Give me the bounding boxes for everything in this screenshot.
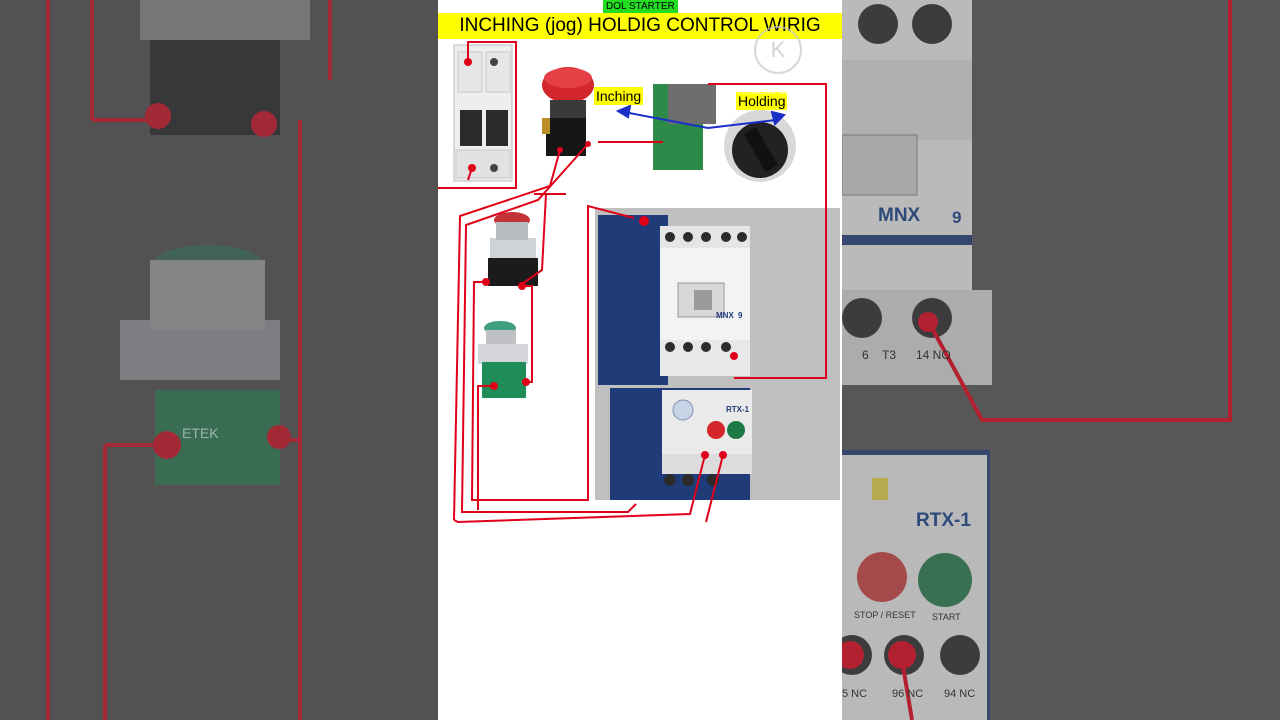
blur-stop-reset: STOP / RESET xyxy=(854,610,916,620)
blur-wires xyxy=(46,0,332,720)
wiring-diagram: DOL STARTER INCHING (jog) HOLDIG CONTROL… xyxy=(438,0,842,720)
emergency-stop-button xyxy=(542,67,594,156)
contactor-size: 9 xyxy=(738,311,743,320)
contactor-model: MNX xyxy=(716,311,734,320)
blur-terminals xyxy=(145,103,291,459)
mcb-breaker xyxy=(453,44,513,182)
blur-switch-brand: ETEK xyxy=(182,425,219,441)
blur-model: MNX xyxy=(878,205,921,226)
holding-label: Holding xyxy=(736,92,788,110)
blur-size: 9 xyxy=(952,208,962,227)
blur-terminal-6: 6 xyxy=(862,348,869,362)
relay-model: RTX-1 xyxy=(726,405,750,414)
blur-5nc: 5 NC xyxy=(842,688,868,700)
watermark-brand: KINEMASTER xyxy=(738,85,810,97)
stop-push-button xyxy=(488,212,538,286)
right-blur-drawing xyxy=(842,0,1280,720)
blur-96nc: 96 NC xyxy=(892,688,924,700)
contactor-side-panel xyxy=(598,215,668,385)
inching-label: Inching xyxy=(594,87,644,105)
blur-right-wires xyxy=(900,0,1232,720)
terminal-dots xyxy=(464,58,738,459)
watermark-logo-icon: K xyxy=(754,26,802,74)
left-blur-drawing xyxy=(0,0,438,720)
left-blur-panel: ETEK xyxy=(0,0,438,720)
blur-terminal-t3: T3 xyxy=(882,348,897,362)
contactor-overload-photo xyxy=(595,208,840,500)
control-wires xyxy=(438,41,827,524)
blur-start: START xyxy=(932,612,961,622)
blur-terminal-14no: 14 NO xyxy=(916,348,951,362)
blur-94nc: 94 NC xyxy=(944,688,976,700)
blur-mushroom-cap xyxy=(140,0,310,40)
selector-switch xyxy=(653,84,796,182)
start-push-button xyxy=(478,321,528,398)
blur-relay-model: RTX-1 xyxy=(916,510,971,531)
selector-arrows xyxy=(615,104,786,129)
right-blur-panel: MNX 9 6 T3 14 NO RTX-1 STOP / RESET STAR… xyxy=(842,0,1280,720)
dol-starter-tag: DOL STARTER xyxy=(603,0,678,14)
diagram-svg xyxy=(438,41,840,524)
